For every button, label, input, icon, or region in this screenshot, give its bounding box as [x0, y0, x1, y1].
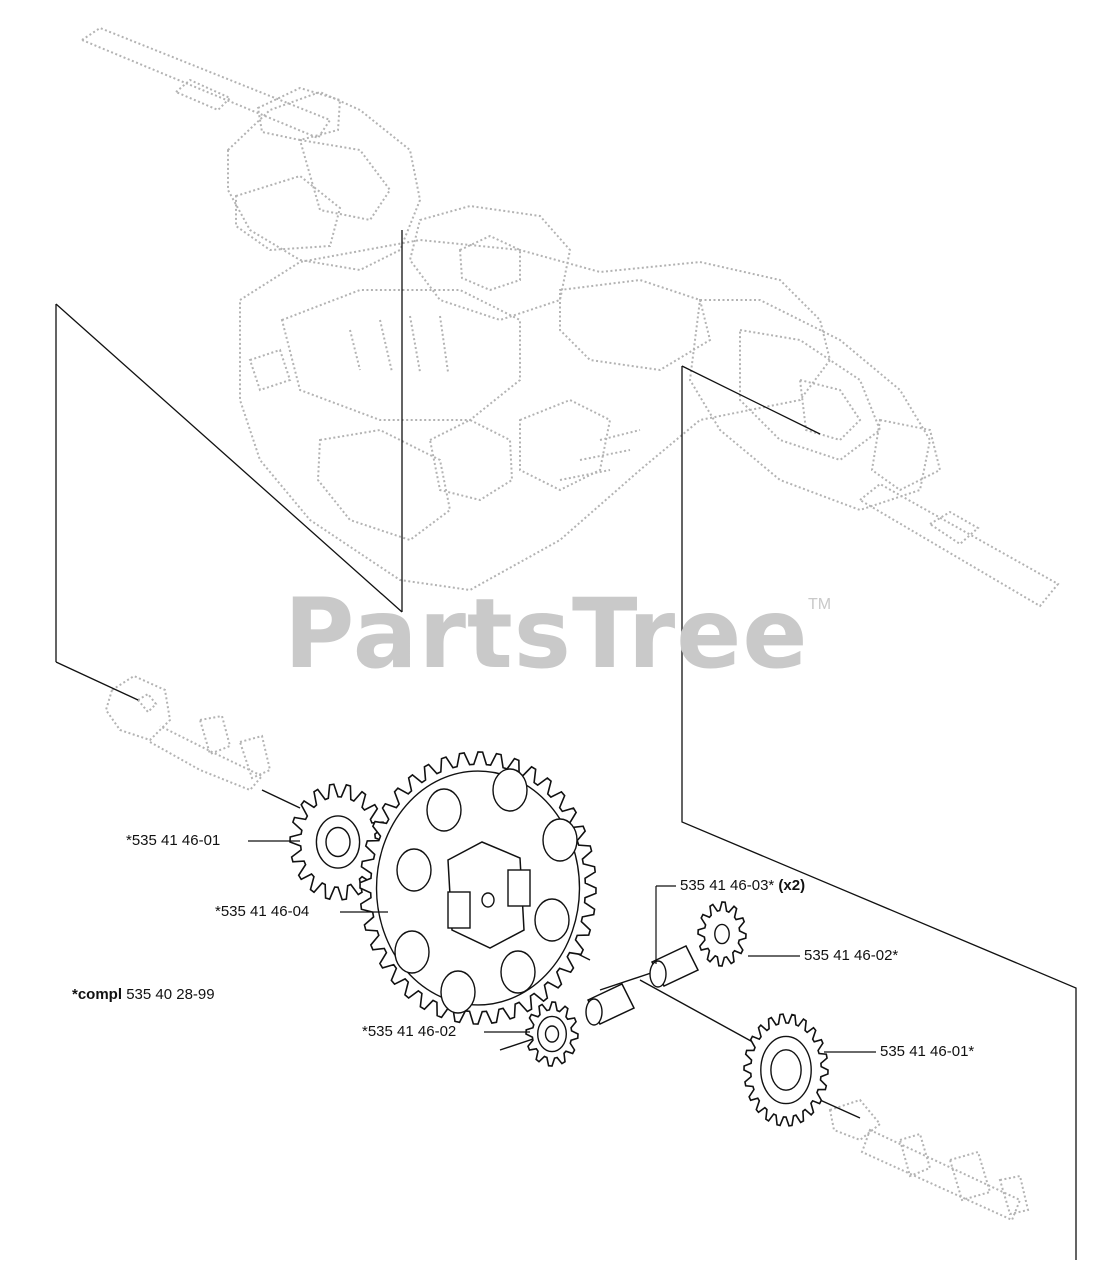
- carrier-block-right: [507, 869, 531, 907]
- gear-hole-6: [440, 970, 476, 1014]
- spider-pin-upper-end: [649, 960, 667, 988]
- label-main-gear: *535 41 46-04: [215, 903, 310, 920]
- bevel-pinion-right-bore: [714, 923, 730, 945]
- gear-hole-1: [426, 788, 462, 832]
- alignment-lines: [55, 230, 1077, 1260]
- compl-number: 535 40 28-99: [126, 986, 215, 1003]
- bevel-pinion-right: [697, 901, 747, 967]
- spider-pin-lower-end: [585, 998, 603, 1026]
- spider-pin-lower: [585, 983, 636, 1026]
- gear-center-bore: [481, 892, 495, 908]
- axle-ends-ghost: [104, 674, 1030, 1222]
- compl-prefix: *compl: [72, 986, 123, 1003]
- label-pinion-left: *535 41 46-02: [362, 1023, 457, 1040]
- gear-hole-3: [542, 818, 578, 862]
- pin-part-number: 535 41 46-03*: [680, 877, 775, 894]
- transaxle-housing-ghost: [79, 26, 1060, 608]
- bevel-pinion-left: [525, 1001, 579, 1067]
- gear-hole-8: [396, 848, 432, 892]
- leader-lines: [248, 840, 876, 1053]
- bevel-gear-left-bore: [325, 826, 351, 858]
- trademark-symbol: TM: [808, 596, 832, 613]
- bevel-gear-left: [289, 783, 387, 901]
- carrier-block-left: [447, 891, 471, 929]
- partstree-watermark: PartsTree: [284, 578, 809, 690]
- bevel-pinion-left-bore: [544, 1025, 560, 1043]
- gear-hole-2: [492, 768, 528, 812]
- label-compl-assembly: *compl 535 40 28-99: [72, 986, 215, 1003]
- label-ring-gear-left: *535 41 46-01: [126, 832, 221, 849]
- bevel-gear-right-bore: [770, 1049, 802, 1091]
- gear-hole-4: [534, 898, 570, 942]
- pin-quantity: (x2): [778, 877, 806, 894]
- label-pinion-right: 535 41 46-02*: [804, 947, 899, 964]
- parts-group: [289, 751, 829, 1127]
- label-pin-top: 535 41 46-03* (x2): [680, 877, 805, 894]
- spider-pin-upper: [649, 945, 700, 988]
- label-ring-gear-right: 535 41 46-01*: [880, 1043, 975, 1060]
- gear-hole-5: [500, 950, 536, 994]
- bevel-gear-right: [743, 1013, 829, 1127]
- gear-hole-7: [394, 930, 430, 974]
